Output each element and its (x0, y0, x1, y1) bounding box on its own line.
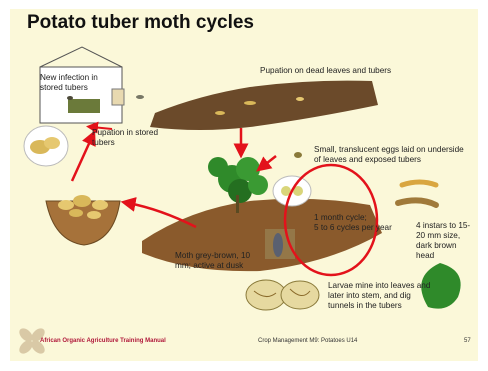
moth-grey-brown-image (273, 233, 283, 257)
arrow-field-to-basket (128, 203, 196, 227)
slide-title: Potato tuber moth cycles (27, 12, 254, 34)
label-eggs: Small, translucent eggs laid on undersid… (314, 145, 464, 165)
tuber-tunnels-image (246, 280, 319, 310)
arrow-basket-to-store (72, 137, 92, 181)
footer-brand: African Organic Agriculture Training Man… (40, 338, 166, 344)
larvae-image (398, 182, 436, 205)
moth-small-image (67, 96, 73, 100)
label-pupation-stored: Pupation in stored tubers (92, 128, 162, 148)
stored-potatoes-image (24, 126, 68, 166)
footer-page-number: 57 (464, 338, 471, 344)
label-larvae: Larvae mine into leaves and later into s… (328, 281, 438, 311)
label-moth: Moth grey-brown, 10 mm; active at dusk (175, 251, 263, 271)
label-cycle-line2: 5 to 6 cycles per year (314, 223, 404, 233)
slide: Potato tuber moth cycles New infection i… (10, 9, 478, 361)
dead-leaves-field-image (150, 81, 378, 130)
label-pupation-dead: Pupation on dead leaves and tubers (260, 66, 450, 76)
label-instars: 4 instars to 15-20 mm size, dark brown h… (416, 221, 472, 261)
moth-flying-image (136, 95, 144, 99)
label-new-infection: New infection in stored tubers (40, 73, 116, 93)
footer-module: Crop Management M9: Potatoes U14 (258, 338, 357, 344)
label-cycle-line1: 1 month cycle; (314, 213, 394, 223)
arrow-eggs-to-plant (262, 156, 276, 167)
basket-image (46, 195, 120, 245)
moth-on-leaf-image (294, 152, 302, 158)
